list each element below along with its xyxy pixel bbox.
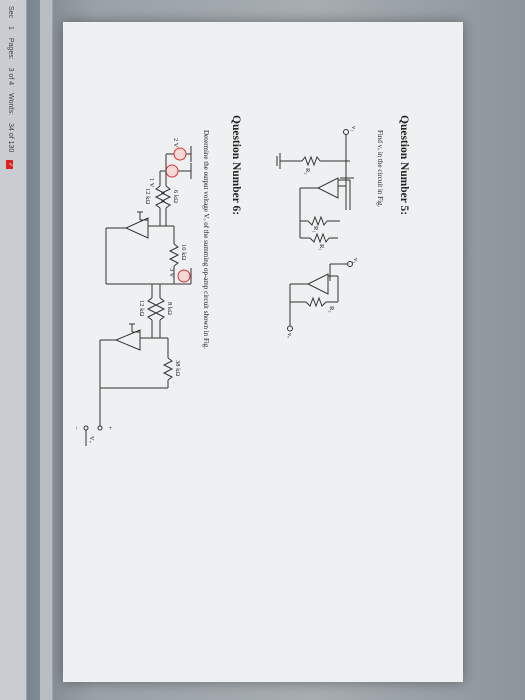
q6-resistor-12k-a: [154, 171, 166, 226]
document-page: [63, 22, 463, 682]
q5-label-r1-top: R₁: [318, 244, 325, 251]
q6-label-12k-b: 12 kΩ: [138, 300, 145, 316]
vertical-ruler: [40, 0, 53, 700]
status-pages-label: Pages:: [7, 37, 14, 60]
q5-label-r1-bottom: R₁: [312, 226, 319, 233]
question6-circuit: 2 V 1 V 6 kΩ 12 kΩ 10 kΩ 3 V 8 kΩ 12 kΩ …: [76, 138, 192, 446]
status-sec-value: 1: [7, 26, 14, 30]
q6-resistor-12k-b: [146, 284, 158, 338]
question5-circuit: v₁ R₂ R₁ R₁ v₂ R₂ vₒ: [276, 126, 359, 338]
spellcheck-icon[interactable]: ✓: [6, 160, 13, 170]
q5-opamp-1: [299, 160, 354, 221]
q6-label-8k: 8 kΩ: [166, 302, 173, 315]
q5-resistor-r2-bottom: [276, 153, 346, 169]
q6-resistor-38k: [99, 337, 174, 389]
question5-heading: Question Number 5:: [398, 115, 410, 216]
question6-heading: Question Number 6:: [230, 115, 242, 216]
q5-label-v1: v₁: [350, 126, 357, 132]
q5-resistor-r1-bottom: [299, 215, 340, 238]
question5-problem: Find vₒ in the circuit in Fig.: [376, 130, 384, 208]
status-sec-label: Sec: [7, 6, 14, 19]
q6-label-2v: 2 V: [172, 138, 179, 148]
q5-resistor-r2-top: [290, 296, 338, 308]
q6-source-1v: [160, 163, 192, 179]
q6-label-minus: −: [76, 426, 79, 430]
q6-resistor-6k: [160, 154, 172, 226]
q6-opamp-1: [106, 211, 166, 239]
q6-label-6k: 6 kΩ: [172, 190, 179, 203]
question6-problem: Determine the output voltage Vₒ of the s…: [202, 130, 210, 350]
status-bar-text: Sec 1 Pages: 3 of 4 Words: 34 of 130 ✓: [6, 6, 14, 175]
status-words-value: 34 of 130: [7, 123, 14, 153]
page-content: Question Number 5: Find vₒ in the circui…: [76, 60, 448, 620]
q5-input-v1: [343, 129, 349, 161]
q5-label-r2-bottom: R₂: [304, 168, 311, 175]
q6-label-10k: 10 kΩ: [180, 244, 187, 260]
q6-label-38k: 38 kΩ: [174, 360, 181, 376]
status-words-label: Words:: [7, 93, 14, 116]
q6-resistor-10k: [105, 225, 180, 285]
q5-label-r2-top: R₂: [328, 306, 335, 313]
q6-resistor-8k: [154, 284, 166, 338]
q6-label-3v: 3 V: [168, 268, 175, 278]
q6-label-plus: +: [106, 426, 113, 430]
q6-label-12k-a: 12 kΩ: [144, 188, 151, 204]
q6-output-vo: [83, 388, 103, 446]
q6-source-2v: [166, 146, 192, 162]
status-bar: Sec 1 Pages: 3 of 4 Words: 34 of 130 ✓: [0, 0, 27, 700]
q5-input-v2: [329, 261, 353, 281]
q6-label-1v: 1 V: [148, 178, 155, 188]
q6-label-vo: Vₒ: [88, 436, 95, 443]
q5-label-v2: v₂: [352, 258, 359, 264]
q5-output-vo: [287, 304, 293, 332]
q5-resistor-r1-top: [300, 232, 338, 244]
q5-opamp-2: [289, 273, 339, 304]
q6-opamp-2: [100, 323, 160, 351]
q5-label-vo: vₒ: [286, 333, 293, 338]
q6-source-3v: [174, 268, 192, 285]
status-pages-value: 3 of 4: [7, 67, 14, 86]
